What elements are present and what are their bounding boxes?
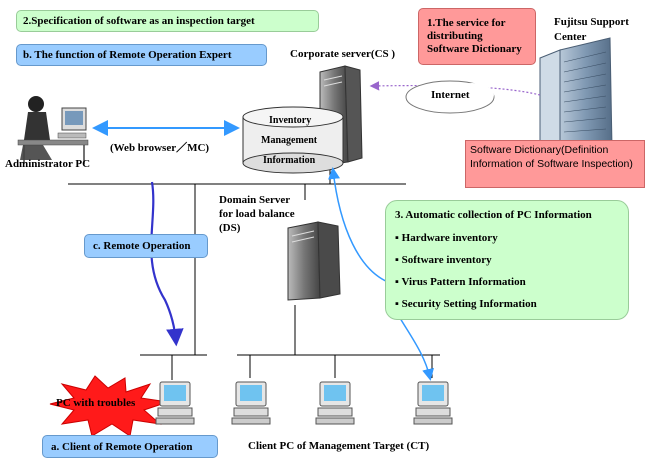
service-line-2: distributing bbox=[427, 30, 483, 42]
domain-server-label-1: Domain Server bbox=[219, 194, 291, 206]
domain-server-label-3: (DS) bbox=[219, 222, 241, 234]
remote-expert-label: b. The function of Remote Operation Expe… bbox=[23, 49, 232, 61]
fujitsu-label-1: Fujitsu Support bbox=[554, 16, 629, 28]
inventory-database-icon bbox=[242, 106, 344, 174]
admin-pc-label: Administrator PC bbox=[5, 158, 91, 170]
remote-operation-label: c. Remote Operation bbox=[93, 240, 191, 252]
client-remote-box: a. Client of Remote Operation bbox=[42, 435, 218, 458]
administrator-person-icon bbox=[17, 96, 89, 164]
service-line-1: 1.The service for bbox=[427, 17, 506, 29]
fujitsu-label-2: Center bbox=[554, 31, 587, 43]
spec-target-label: 2.Specification of software as an inspec… bbox=[23, 15, 255, 27]
pc-troubles-label: PC with troubles bbox=[56, 397, 136, 409]
remote-operation-box: c. Remote Operation bbox=[84, 234, 208, 258]
collection-to-server-arrow bbox=[328, 167, 389, 283]
service-box: 1.The service for distributing Software … bbox=[418, 8, 536, 65]
collection-to-client-arrow bbox=[399, 317, 434, 381]
inventory-label-2: Management bbox=[261, 135, 318, 146]
client-remote-label: a. Client of Remote Operation bbox=[51, 440, 193, 453]
remote-expert-box: b. The function of Remote Operation Expe… bbox=[16, 44, 267, 66]
client-pc-icon-1 bbox=[155, 381, 195, 425]
internet-label: Internet bbox=[431, 89, 470, 101]
internet-cloud-icon bbox=[405, 80, 495, 114]
domain-server-icon bbox=[287, 221, 341, 301]
auto-collection-title: 3. Automatic collection of PC Informatio… bbox=[395, 209, 592, 221]
client-pc-icon-2 bbox=[231, 381, 271, 425]
auto-collection-item-2: ▪ Software inventory bbox=[395, 254, 492, 266]
client-pc-icon-4 bbox=[413, 381, 453, 425]
inventory-label-1: Inventory bbox=[269, 115, 312, 126]
software-dictionary-box: Software Dictionary(Definition Informati… bbox=[465, 140, 645, 188]
web-browser-label: (Web browser／MC) bbox=[110, 142, 210, 154]
remote-operation-arrow bbox=[150, 181, 184, 347]
corporate-server-label: Corporate server(CS ) bbox=[290, 48, 396, 60]
software-dictionary-label: Software Dictionary(Definition Informati… bbox=[470, 144, 633, 170]
inventory-label-3: Information bbox=[263, 155, 316, 166]
domain-server-label-2: for load balance bbox=[219, 208, 295, 220]
auto-collection-item-1: ▪ Hardware inventory bbox=[395, 232, 498, 244]
client-pc-ct-label: Client PC of Management Target (CT) bbox=[248, 440, 430, 452]
auto-collection-item-4: ▪ Security Setting Information bbox=[395, 298, 537, 310]
client-pc-icon-3 bbox=[315, 381, 355, 425]
spec-target-box: 2.Specification of software as an inspec… bbox=[16, 10, 319, 32]
auto-collection-item-3: ▪ Virus Pattern Information bbox=[395, 276, 526, 288]
auto-collection-box bbox=[385, 200, 629, 320]
service-line-3: Software Dictionary bbox=[427, 43, 522, 55]
